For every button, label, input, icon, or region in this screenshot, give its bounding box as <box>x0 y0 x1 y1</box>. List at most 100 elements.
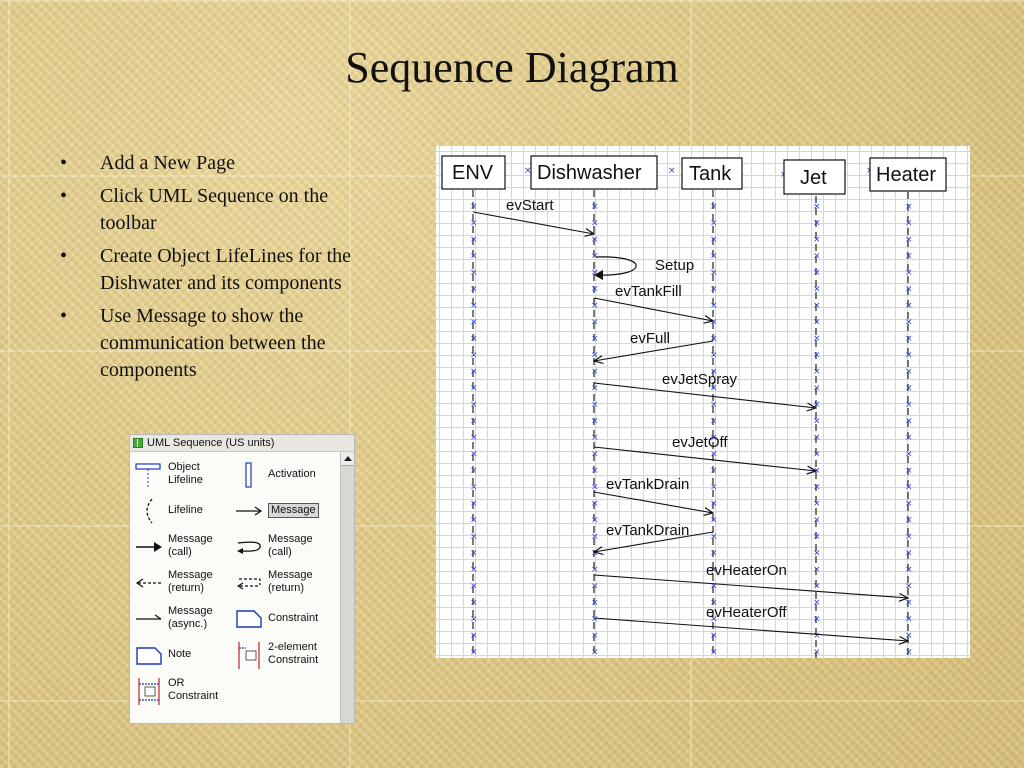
connection-point-marker: × <box>470 450 478 460</box>
connection-point-marker: × <box>905 285 913 295</box>
note-icon <box>136 647 162 665</box>
object-label: Tank <box>689 163 732 185</box>
connection-point-marker: × <box>591 499 599 509</box>
message-evfull[interactable]: evFull <box>594 330 714 361</box>
connection-point-marker: × <box>591 417 599 427</box>
message-evtankdrain-back[interactable]: evTankDrain <box>594 522 714 552</box>
connection-point-marker: × <box>710 301 718 311</box>
connection-point-marker: × <box>591 318 599 328</box>
shape-message-async[interactable]: Message (async.) <box>130 602 230 636</box>
shape-note[interactable]: Note <box>130 638 230 672</box>
connection-point-marker: × <box>591 400 599 410</box>
connection-point-marker: × <box>905 235 913 245</box>
object-env[interactable]: ENV <box>441 155 506 190</box>
message-evjetspray[interactable]: evJetSpray <box>593 371 816 408</box>
connection-point-marker: × <box>470 285 478 295</box>
connection-point-marker: × <box>905 367 913 377</box>
connection-point-marker: × <box>591 384 599 394</box>
connection-point-marker: × <box>813 334 821 344</box>
object-dishwasher[interactable]: Dishwasher <box>530 155 658 190</box>
connection-point-marker: × <box>710 219 718 229</box>
connection-point-marker: × <box>710 565 718 575</box>
connection-point-marker: × <box>591 202 599 212</box>
message-evheateroff[interactable]: evHeaterOff <box>593 604 908 641</box>
connection-point-marker: × <box>470 582 478 592</box>
connection-point-marker: × <box>905 499 913 509</box>
message-label: evHeaterOn <box>706 562 787 579</box>
connection-point-marker: × <box>813 367 821 377</box>
shape-message-call-self[interactable]: Message (call) <box>230 530 330 564</box>
shape-label: Message (return) <box>168 569 213 594</box>
connection-point-marker: × <box>710 268 718 278</box>
scroll-up-arrow-icon[interactable] <box>341 452 354 466</box>
shape-label: Activation <box>268 468 316 480</box>
connection-point-marker: × <box>813 532 821 542</box>
message-call-self-icon <box>237 541 261 554</box>
connection-point-marker: × <box>905 648 913 658</box>
connection-point-marker: × <box>591 367 599 377</box>
connection-point-marker: × <box>813 499 821 509</box>
shape-object-lifeline[interactable]: Object Lifeline <box>130 458 230 492</box>
connection-point-marker: × <box>524 166 532 176</box>
connection-point-marker: × <box>710 648 718 658</box>
object-heater[interactable]: Heater <box>869 157 947 192</box>
stencil-scrollbar[interactable] <box>340 452 354 723</box>
connection-point-marker: × <box>710 549 718 559</box>
shape-label-selected: Message <box>268 503 319 518</box>
shape-message-return[interactable]: Message (return) <box>130 566 230 600</box>
connection-point-marker: × <box>710 433 718 443</box>
connection-point-marker: × <box>591 285 599 295</box>
connection-point-marker: × <box>710 532 718 542</box>
connection-point-marker: × <box>470 466 478 476</box>
bullet-item: Add a New Page <box>58 150 388 177</box>
object-jet[interactable]: Jet <box>783 159 846 195</box>
grid-icon <box>133 438 143 448</box>
message-setup[interactable]: Setup <box>594 256 694 280</box>
object-label: Dishwasher <box>537 162 642 184</box>
shape-message[interactable]: Message <box>230 494 330 528</box>
shape-message-call[interactable]: Message (call) <box>130 530 230 564</box>
shape-constraint[interactable]: Constraint <box>230 602 330 636</box>
connection-point-marker: × <box>470 219 478 229</box>
sequence-diagram: × × × × × × × × × × × × × × × × × × × × × × × × × × × × × × × × × × × × × × × ×… <box>436 146 970 658</box>
connection-point-marker: × <box>905 466 913 476</box>
connection-point-marker: × <box>905 565 913 575</box>
object-label: ENV <box>452 162 494 184</box>
message-arrow-icon <box>236 506 263 516</box>
shape-message-return-self[interactable]: Message (return) <box>230 566 330 600</box>
connection-point-marker: × <box>470 648 478 658</box>
shape-or-constraint[interactable]: OR Constraint <box>130 674 230 708</box>
message-evjetoff[interactable]: evJetOff <box>593 434 816 471</box>
connection-point-marker: × <box>710 285 718 295</box>
shape-label: 2-element Constraint <box>268 641 319 666</box>
connection-point-marker: × <box>905 301 913 311</box>
connection-point-marker: × <box>470 384 478 394</box>
connection-point-marker: × <box>710 631 718 641</box>
connection-point-marker: × <box>710 252 718 262</box>
connection-point-marker: × <box>470 301 478 311</box>
connection-point-marker: × <box>710 450 718 460</box>
object-tank[interactable]: Tank <box>681 157 743 190</box>
connection-point-marker: × <box>905 598 913 608</box>
connection-point-marker: × <box>470 532 478 542</box>
stencil-header[interactable]: UML Sequence (US units) <box>130 435 354 452</box>
message-evtankdrain-out[interactable]: evTankDrain <box>593 476 713 513</box>
message-evstart[interactable]: evStart <box>472 197 594 234</box>
message-call-icon <box>136 542 162 552</box>
message-evtankfill[interactable]: evTankFill <box>593 283 713 321</box>
connection-point-marker: × <box>905 252 913 262</box>
connection-point-marker: × <box>905 334 913 344</box>
message-return-icon <box>135 578 162 588</box>
connection-point-marker: × <box>813 631 821 641</box>
connection-point-marker: × <box>710 367 718 377</box>
object-lifeline-icon <box>135 463 161 488</box>
shape-two-element-constraint[interactable]: 2-element Constraint <box>230 638 330 672</box>
object-label: Jet <box>800 167 827 189</box>
bullet-item: Create Object LifeLines for the Dishwate… <box>58 243 388 297</box>
message-evheateron[interactable]: evHeaterOn <box>593 562 908 598</box>
connection-point-marker: × <box>813 384 821 394</box>
shape-activation[interactable]: Activation <box>230 458 330 492</box>
shape-lifeline[interactable]: Lifeline <box>130 494 230 528</box>
connection-point-marker: × <box>591 516 599 526</box>
connection-point-marker: × <box>905 384 913 394</box>
